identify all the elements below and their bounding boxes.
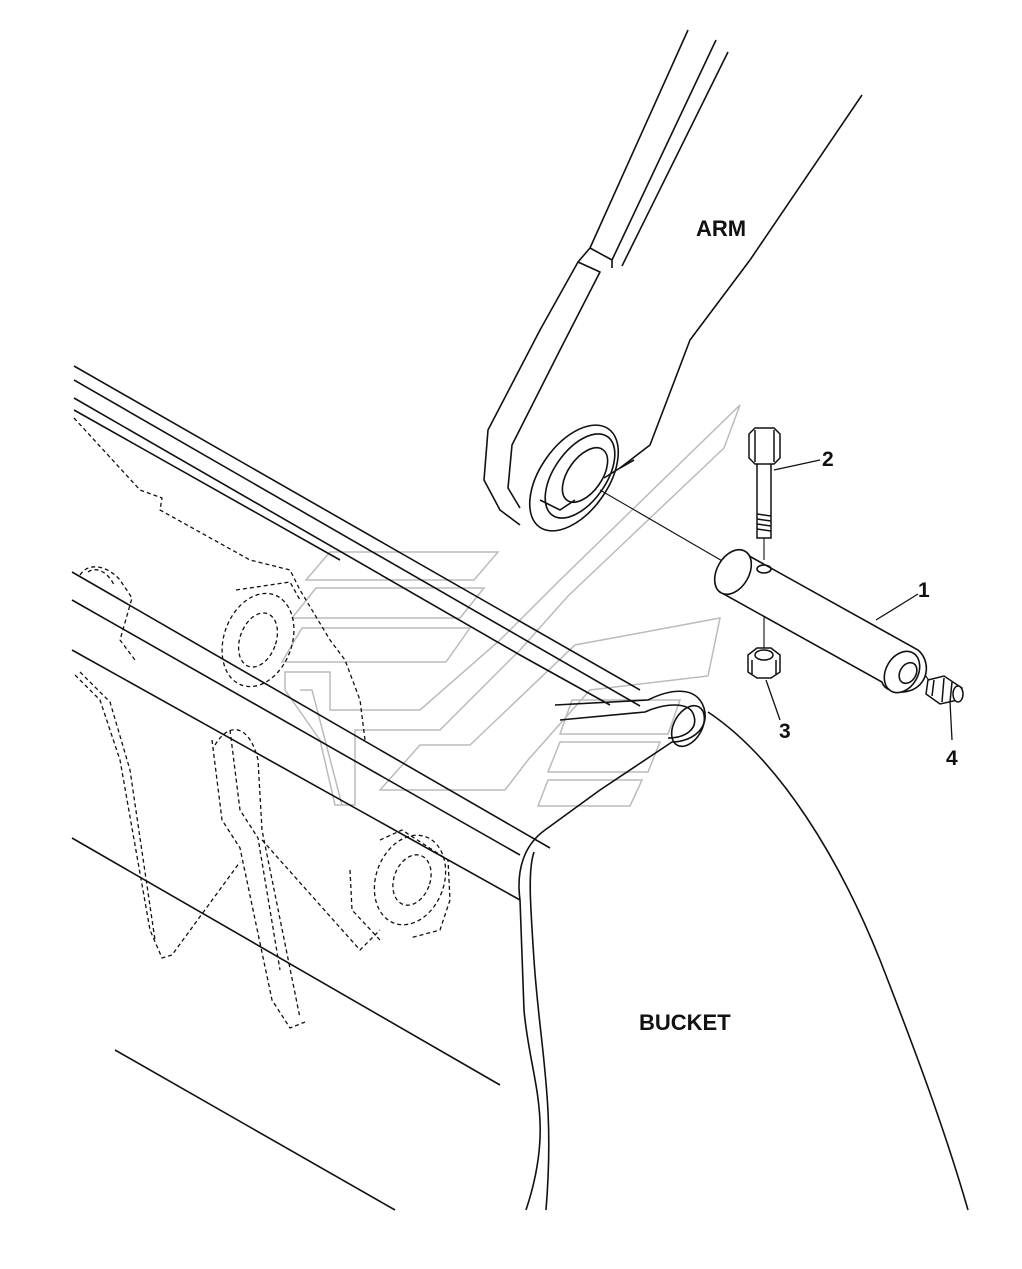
bucket-label: BUCKET (639, 1010, 731, 1035)
callout-4: 4 (946, 747, 958, 770)
bucket-outline (71, 365, 969, 1211)
arm-label: ARM (696, 216, 746, 241)
bucket-hidden-lines (73, 417, 451, 1029)
callout-1: 1 (918, 579, 930, 602)
callout-2: 2 (822, 448, 834, 471)
callout-3: 3 (779, 720, 791, 743)
watermark-logo (280, 404, 741, 807)
callout-leaders (765, 459, 953, 741)
part-2-bolt[interactable] (748, 427, 781, 539)
part-3-nut[interactable] (747, 647, 781, 679)
part-1-pin[interactable] (707, 543, 928, 699)
arm-outline (483, 29, 863, 532)
part-4-grease-fitting[interactable] (925, 675, 964, 705)
